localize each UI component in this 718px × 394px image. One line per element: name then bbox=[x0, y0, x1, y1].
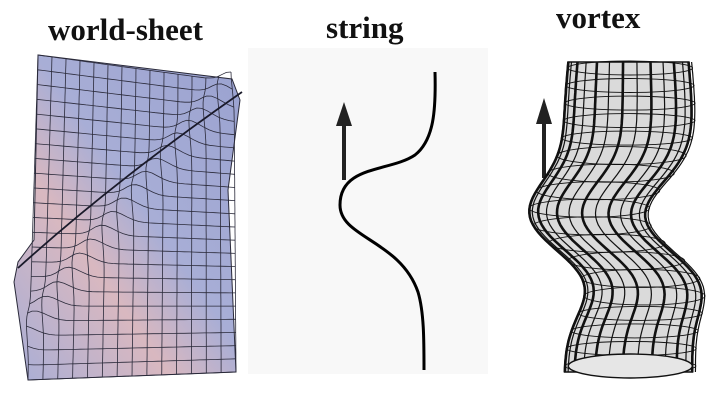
vortex-ring bbox=[581, 268, 701, 288]
string-label: string bbox=[326, 10, 404, 45]
vortex-meridian bbox=[629, 61, 689, 373]
vortex-ring bbox=[583, 286, 706, 306]
vortex-meridian bbox=[643, 61, 703, 372]
sheet-mesh-column bbox=[188, 76, 193, 374]
vortex-meridian bbox=[545, 61, 603, 373]
string-backdrop bbox=[248, 48, 488, 374]
sheet-mesh-column bbox=[86, 62, 95, 378]
sheet-mesh-column bbox=[56, 58, 67, 379]
sheet-mesh-column bbox=[41, 56, 53, 380]
vortex-ring bbox=[565, 78, 695, 93]
vortex-meridian bbox=[531, 61, 589, 373]
vortex-arrow bbox=[536, 98, 552, 178]
vortex-bottom-cap bbox=[567, 353, 693, 379]
vortex-meridian bbox=[536, 61, 596, 373]
sheet-mesh-column bbox=[116, 66, 123, 377]
string-arrow bbox=[336, 102, 352, 180]
sheet-mesh-column bbox=[159, 72, 165, 375]
string-curve bbox=[338, 71, 437, 371]
vortex-ring bbox=[570, 323, 699, 339]
sheet-mesh-column bbox=[71, 60, 81, 379]
vortex-meridian bbox=[528, 61, 587, 373]
sheet-mesh-column bbox=[216, 76, 222, 373]
vortex-ring bbox=[563, 113, 696, 129]
vortex-meridian bbox=[638, 61, 697, 372]
vortex-meridian bbox=[647, 61, 706, 373]
vortex-ring bbox=[577, 305, 703, 321]
world-sheet-ridge bbox=[17, 91, 243, 269]
vortex-ring bbox=[564, 95, 696, 111]
vortex-meridian bbox=[555, 61, 614, 373]
sheet-mesh-column bbox=[101, 64, 109, 378]
sheet-mesh-column bbox=[26, 54, 39, 381]
vortex-ring bbox=[566, 60, 694, 76]
sheet-mesh-column bbox=[230, 71, 237, 372]
string-panel bbox=[248, 48, 488, 374]
sheet-mesh-column bbox=[202, 77, 207, 374]
world-sheet-surface bbox=[13, 54, 243, 381]
vortex-meridian bbox=[619, 61, 678, 373]
vortex-label: vortex bbox=[556, 0, 641, 35]
world-sheet-label: world-sheet bbox=[48, 12, 203, 47]
sheet-mesh-column bbox=[174, 74, 179, 375]
sheet-mesh-column bbox=[130, 68, 137, 377]
world-sheet-mesh bbox=[26, 54, 237, 381]
vortex-ring bbox=[561, 130, 694, 146]
vortex-mesh bbox=[528, 60, 706, 379]
vortex-panel bbox=[528, 60, 706, 379]
sheet-mesh-column bbox=[145, 70, 151, 376]
